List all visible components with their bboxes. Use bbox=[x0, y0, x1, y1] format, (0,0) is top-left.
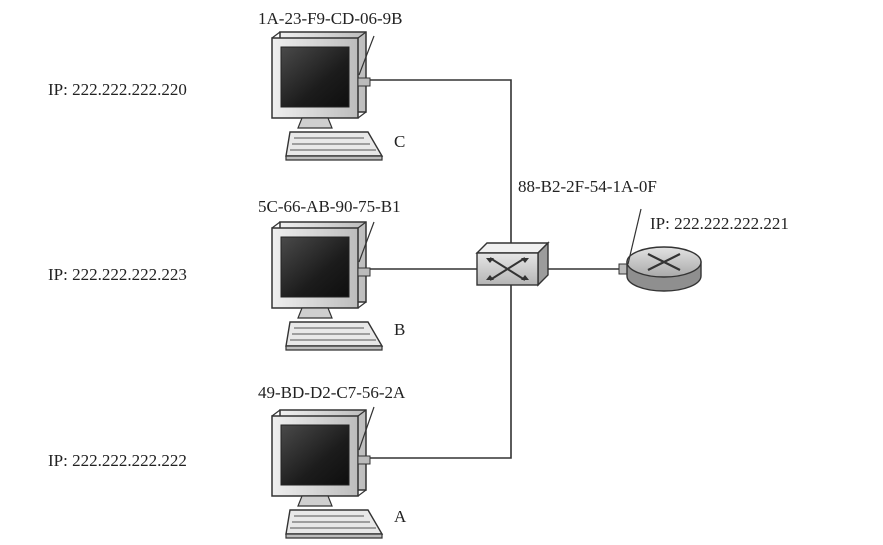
mac-leader-lines bbox=[358, 35, 642, 451]
router-mac-label: 88-B2-2F-54-1A-0F bbox=[518, 177, 657, 196]
host-b-ip-label: IP: 222.222.222.223 bbox=[48, 265, 187, 284]
link-host-a bbox=[370, 285, 512, 459]
switch-icon bbox=[475, 241, 550, 287]
router-icon bbox=[618, 246, 702, 292]
host-b-name-label: B bbox=[394, 320, 405, 339]
host-c-mac-label: 1A-23-F9-CD-06-9B bbox=[258, 9, 403, 28]
host-a-mac-label: 49-BD-D2-C7-56-2A bbox=[258, 383, 406, 402]
host-c-name-label: C bbox=[394, 132, 405, 151]
computer-b-icon bbox=[271, 221, 383, 351]
link-host-c bbox=[367, 79, 512, 255]
network-links bbox=[367, 79, 622, 459]
host-a-ip-label: IP: 222.222.222.222 bbox=[48, 451, 187, 470]
host-a-name-label: A bbox=[394, 507, 407, 526]
host-c-ip-label: IP: 222.222.222.220 bbox=[48, 80, 187, 99]
computer-a-icon bbox=[271, 409, 383, 539]
host-b-mac-label: 5C-66-AB-90-75-B1 bbox=[258, 197, 401, 216]
router-ip-label: IP: 222.222.222.221 bbox=[650, 214, 789, 233]
computer-c-icon bbox=[271, 31, 383, 161]
